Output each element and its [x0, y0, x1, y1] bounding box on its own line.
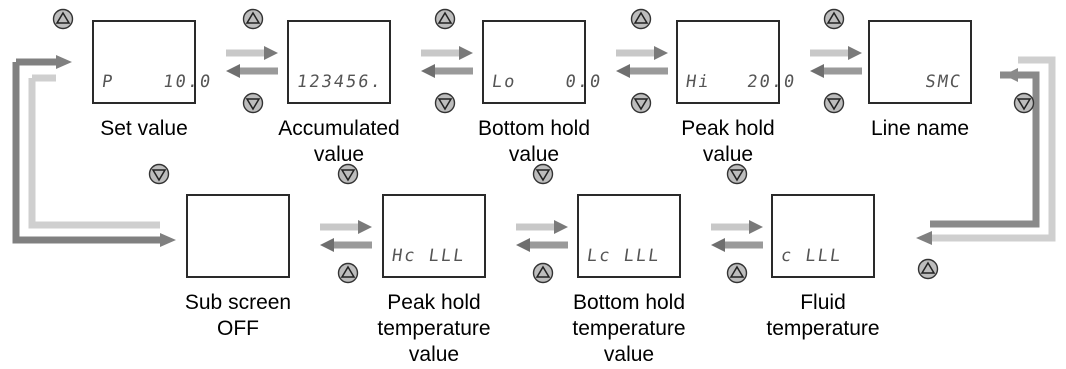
bottom-transition-arrows — [711, 220, 763, 252]
lcd-readout: Lo 0.0 — [490, 72, 604, 92]
lcd-peak-hold-temperature: Hc LLL — [382, 194, 486, 278]
up-triangle-button-icon[interactable] — [630, 8, 652, 30]
caption-line: value — [603, 343, 655, 366]
bottom-transition-arrows — [320, 220, 372, 252]
arrow-icon — [516, 220, 568, 252]
caption-bottom-hold-temperature: Bottom hold temperature value — [544, 290, 714, 368]
arrow-icon — [711, 220, 763, 252]
caption-line: OFF — [217, 317, 259, 340]
arrow-icon — [810, 46, 862, 78]
caption-line: Line name — [870, 117, 970, 140]
lcd-readout: Hi 20.0 — [684, 72, 798, 92]
caption-line: value — [313, 143, 365, 166]
down-triangle-button-icon[interactable] — [630, 92, 652, 114]
lcd-readout: Lc LLL — [585, 246, 662, 266]
lcd-peak-hold-value: Hi 20.0 — [676, 20, 798, 104]
down-triangle-button-icon[interactable] — [726, 163, 748, 185]
up-triangle-button-icon[interactable] — [52, 8, 74, 30]
up-triangle-button-icon[interactable] — [434, 8, 456, 30]
top-transition-arrows — [810, 46, 862, 78]
up-triangle-button-icon[interactable] — [726, 262, 748, 284]
down-triangle-button-icon[interactable] — [148, 163, 170, 185]
caption-line: temperature — [572, 317, 686, 340]
lcd-sub-screen-off — [186, 194, 290, 278]
caption-line: Set value — [100, 117, 188, 140]
caption-bottom-hold-value: Bottom hold value — [449, 116, 619, 168]
caption-line: Fluid — [800, 291, 846, 314]
lcd-readout: c LLL — [779, 246, 844, 266]
arrow-icon — [616, 46, 668, 78]
arrow-icon — [226, 46, 278, 78]
lcd-set-value: P 10.0 — [92, 20, 214, 104]
down-triangle-button-icon[interactable] — [532, 163, 554, 185]
lcd-readout: SMC — [923, 72, 964, 92]
lcd-readout: P 10.0 — [100, 72, 214, 92]
top-transition-arrows — [226, 46, 278, 78]
down-triangle-button-icon[interactable] — [823, 92, 845, 114]
lcd-bottom-hold-value: Lo 0.0 — [482, 20, 604, 104]
lcd-readout: Hc LLL — [390, 246, 467, 266]
caption-line: Accumulated — [278, 117, 400, 140]
down-triangle-button-icon[interactable] — [337, 163, 359, 185]
up-triangle-button-icon[interactable] — [242, 8, 264, 30]
arrow-icon — [320, 220, 372, 252]
up-triangle-button-icon[interactable] — [917, 258, 939, 280]
caption-line: value — [408, 343, 460, 366]
caption-fluid-temperature: Fluid temperature — [738, 290, 908, 342]
caption-line: Bottom hold — [572, 291, 686, 314]
caption-line: temperature — [377, 317, 491, 340]
down-triangle-button-icon[interactable] — [434, 92, 456, 114]
caption-line: value — [702, 143, 754, 166]
up-triangle-button-icon[interactable] — [337, 262, 359, 284]
up-triangle-button-icon[interactable] — [532, 262, 554, 284]
lcd-fluid-temperature: c LLL — [771, 194, 875, 278]
caption-line: Peak hold — [681, 117, 775, 140]
caption-accumulated-value: Accumulated value — [254, 116, 424, 168]
up-triangle-button-icon[interactable] — [823, 8, 845, 30]
top-transition-arrows — [616, 46, 668, 78]
lcd-readout: 123456. — [295, 72, 385, 92]
caption-line: Sub screen — [184, 291, 292, 314]
caption-line: Peak hold — [387, 291, 481, 314]
lcd-line-name: SMC — [868, 20, 972, 104]
left-loop-arrow — [12, 55, 176, 247]
caption-line: value — [508, 143, 560, 166]
caption-peak-hold-value: Peak hold value — [643, 116, 813, 168]
down-triangle-button-icon[interactable] — [1013, 92, 1035, 114]
caption-line-name: Line name — [835, 116, 1005, 142]
down-triangle-button-icon[interactable] — [242, 92, 264, 114]
lcd-bottom-hold-temperature: Lc LLL — [577, 194, 681, 278]
arrow-icon — [421, 46, 473, 78]
caption-line: Bottom hold — [477, 117, 591, 140]
top-transition-arrows — [421, 46, 473, 78]
right-loop-arrow — [916, 56, 1056, 245]
caption-peak-hold-temperature: Peak hold temperature value — [349, 290, 519, 368]
lcd-accumulated-value: 123456. — [287, 20, 391, 104]
bottom-transition-arrows — [516, 220, 568, 252]
caption-line: temperature — [766, 317, 880, 340]
caption-set-value: Set value — [59, 116, 229, 142]
